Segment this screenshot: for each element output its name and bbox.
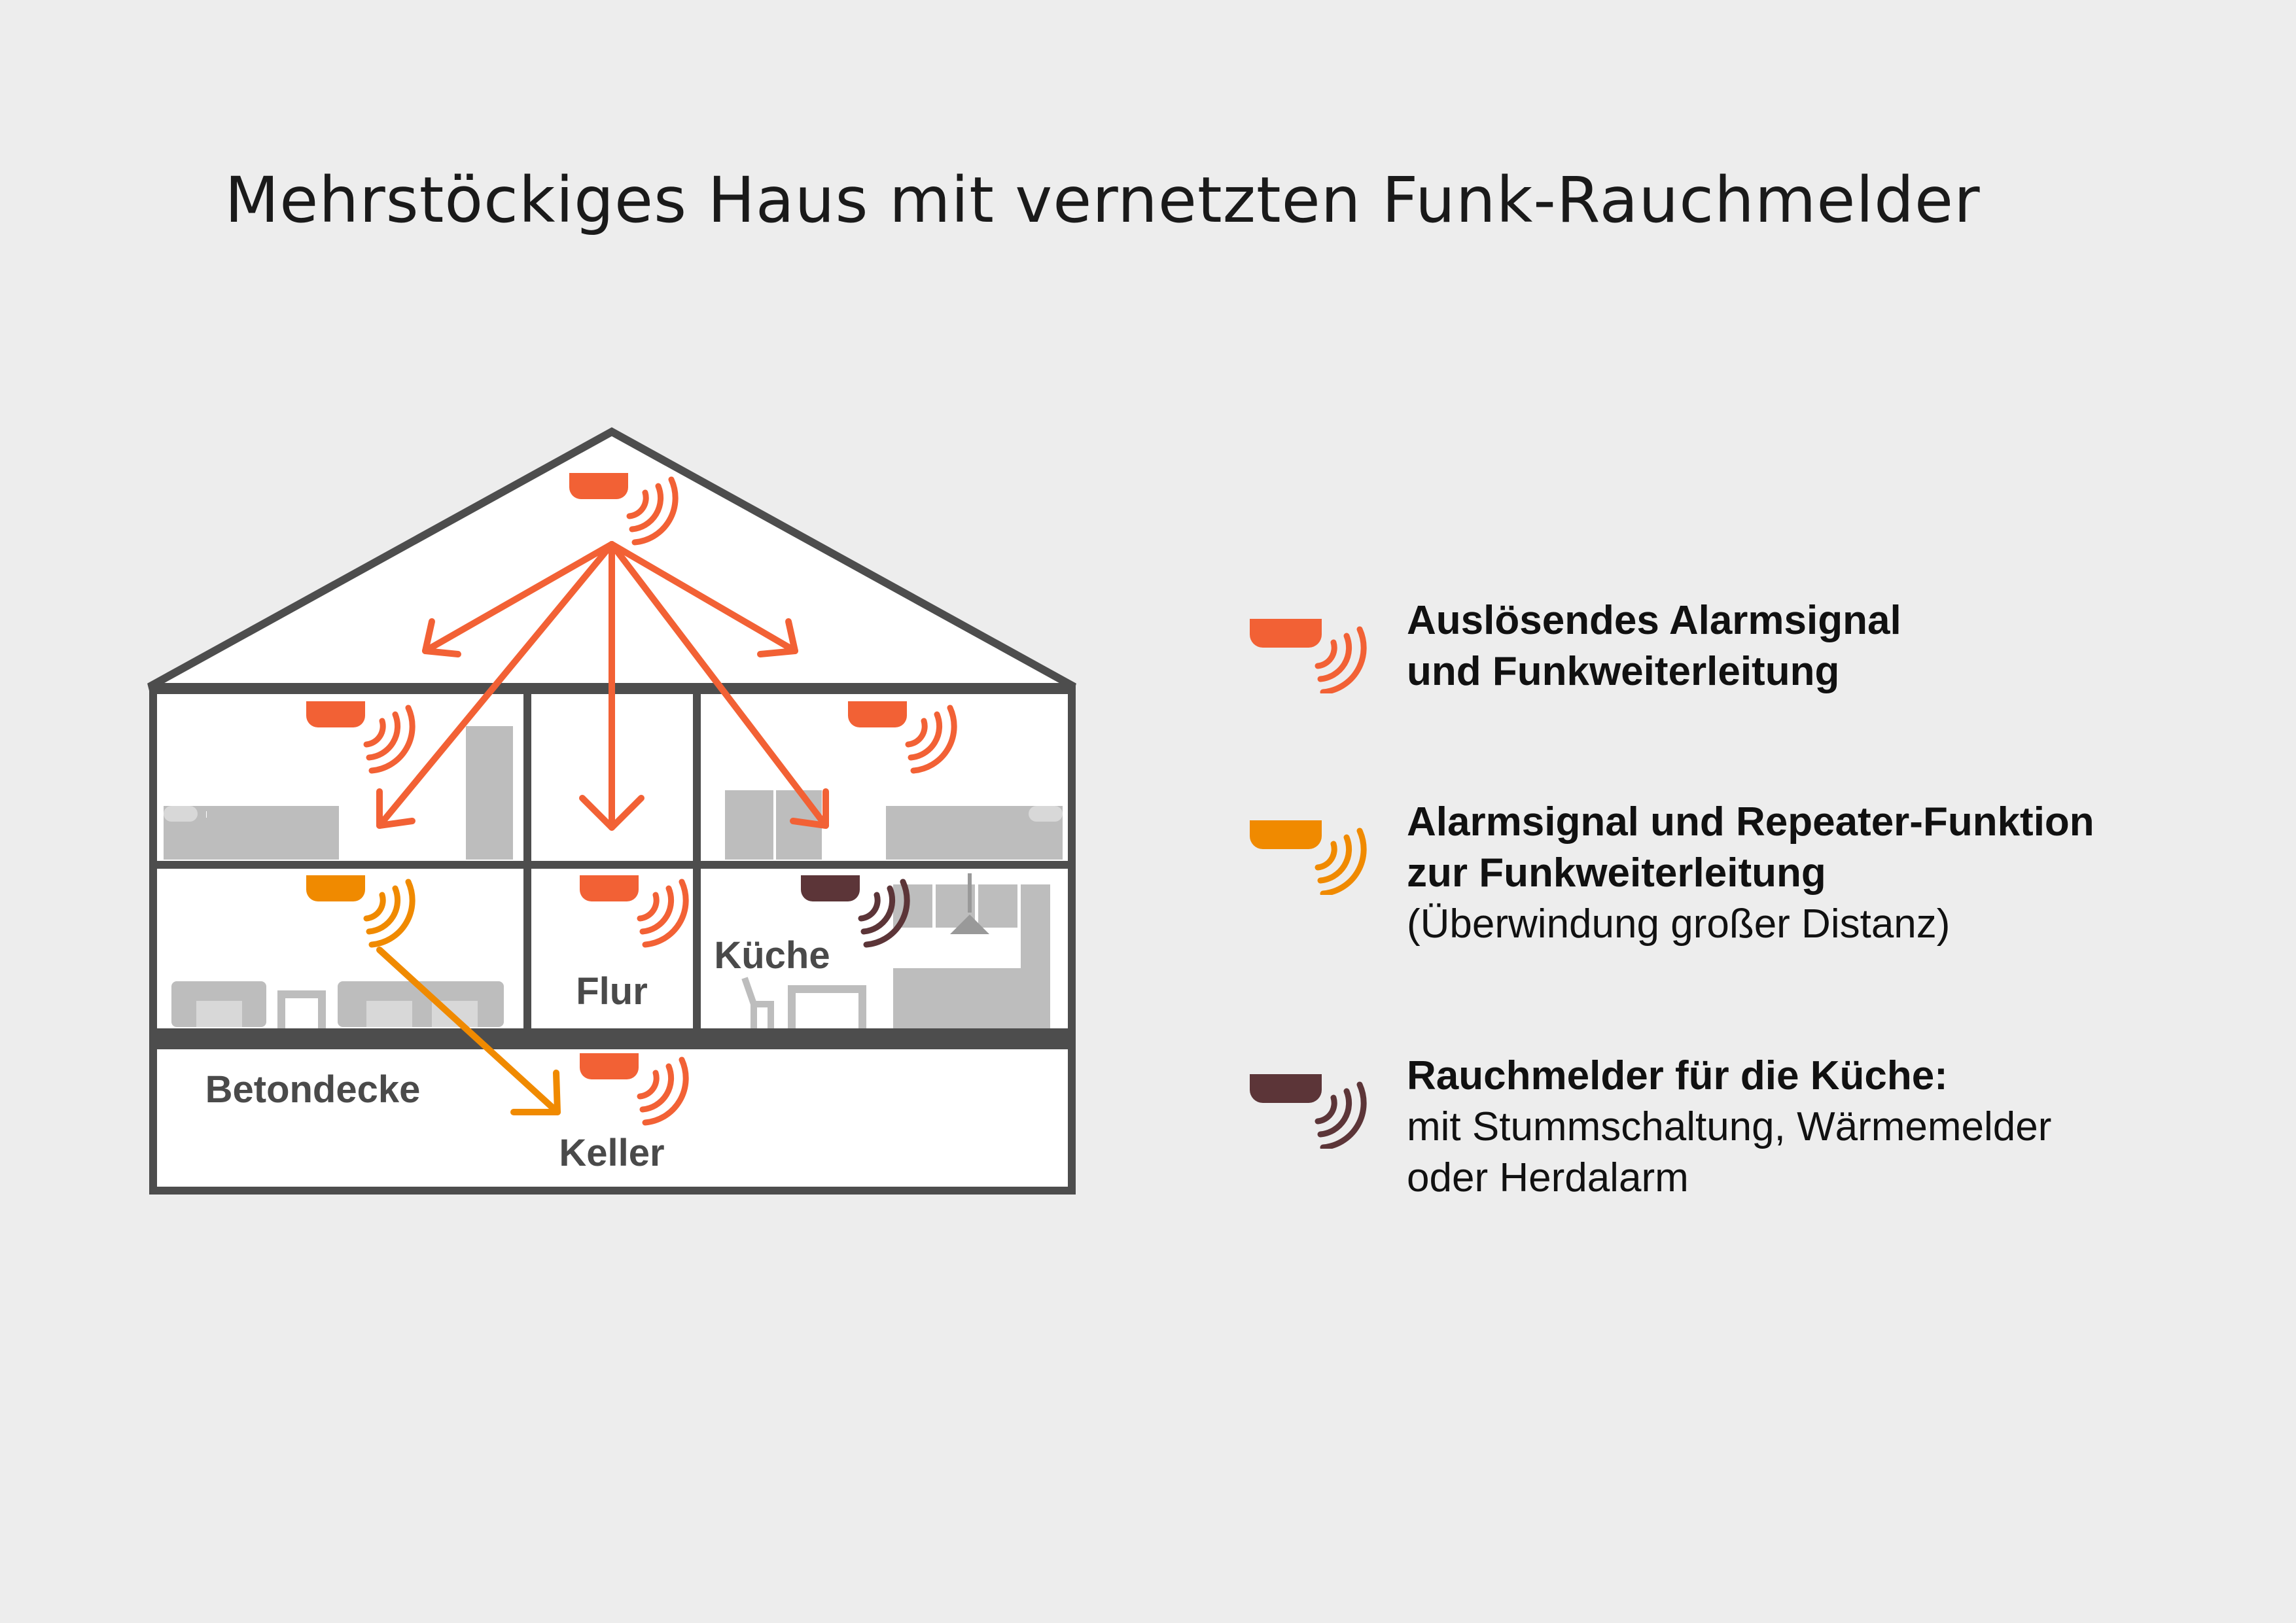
signal-arrows-trigger (376, 541, 829, 831)
kitchen-lamp (950, 873, 989, 934)
detector-hall (580, 875, 686, 945)
signal-arrow-repeater (376, 947, 561, 1115)
legend-trigger-line-2: und Funkweiterleitung (1407, 649, 1840, 694)
bed-right (886, 806, 1063, 860)
detector-bedroom-right (848, 701, 954, 771)
detector-living-repeater (306, 875, 412, 945)
room-label-flur: Flur (576, 970, 648, 1013)
legend-kitchen-line-1: Rauchmelder für die Küche: (1407, 1053, 1948, 1098)
room-label-betondecke: Betondecke (205, 1068, 421, 1111)
kitchen-table (788, 985, 866, 1028)
room-label-keller: Keller (559, 1132, 664, 1174)
legend-repeater-line-3: (Überwindung großer Distanz) (1407, 901, 1951, 947)
room-label-kueche: Küche (714, 934, 830, 977)
page-title: Mehrstöckiges Haus mit vernetzten Funk-R… (224, 164, 1981, 237)
detector-kitchen (801, 875, 907, 945)
legend-kitchen-line-3: oder Herdalarm (1407, 1155, 1689, 1200)
legend-repeater-line-1: Alarmsignal und Repeater-Funktion (1407, 799, 2094, 845)
wardrobe-left (466, 726, 513, 860)
concrete-ceiling (149, 1028, 1076, 1049)
smoke-detector-repeater-icon (1250, 820, 1368, 895)
detector-bedroom-left (306, 701, 412, 771)
bed-left (164, 806, 339, 860)
legend-repeater-line-2: zur Funkweiterleitung (1407, 850, 1826, 896)
detector-cellar (580, 1053, 686, 1123)
detector-attic (569, 473, 675, 542)
sofa-left (171, 981, 266, 1027)
legend-trigger-line-1: Auslösendes Alarmsignal (1407, 598, 1901, 643)
table-living (277, 990, 326, 1028)
sofa-right (338, 981, 504, 1027)
kitchen-chair (741, 977, 774, 1028)
smoke-detector-kitchen-icon (1250, 1074, 1368, 1149)
legend-kitchen-line-2: mit Stummschaltung, Wärmemelder (1407, 1104, 2052, 1149)
smoke-detector-trigger-icon (1250, 619, 1368, 693)
